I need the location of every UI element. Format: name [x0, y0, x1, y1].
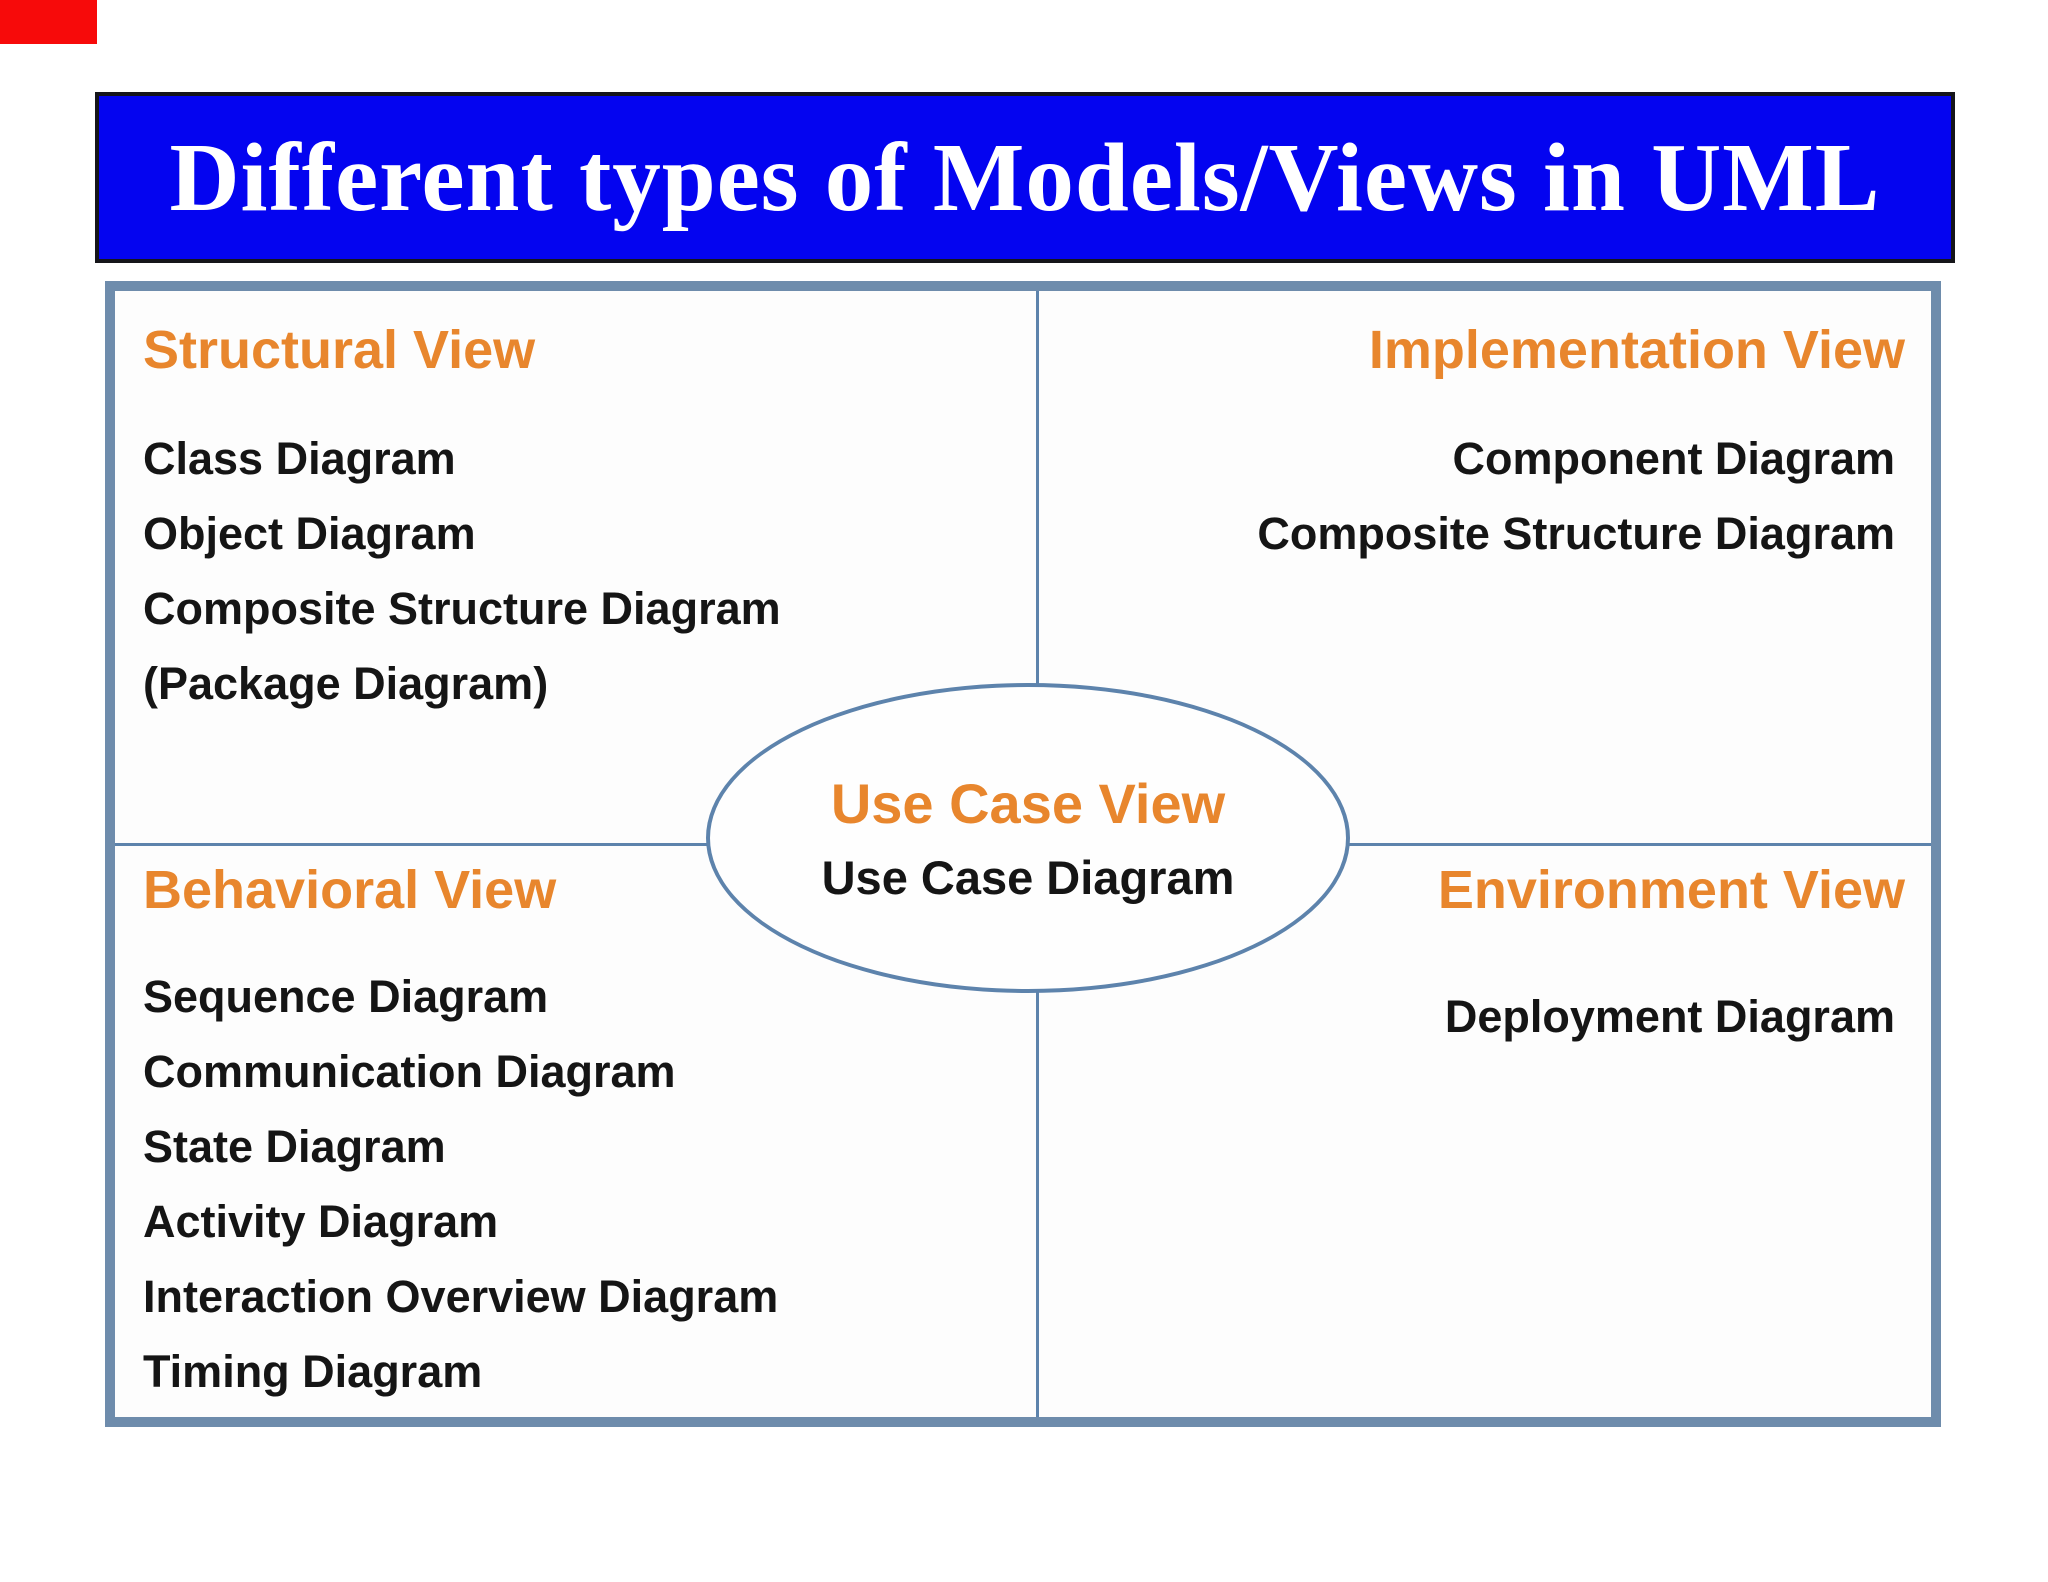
list-item: (Package Diagram) [143, 658, 549, 709]
list-item: Communication Diagram [143, 1046, 676, 1097]
list-item: Sequence Diagram [143, 971, 549, 1022]
red-corner-marker [0, 0, 97, 44]
uml-views-quadrant-box: Structural View Class Diagram Object Dia… [105, 281, 1941, 1427]
use-case-diagram-label: Use Case Diagram [821, 851, 1235, 904]
use-case-view-title: Use Case View [830, 772, 1226, 835]
list-item: State Diagram [143, 1121, 446, 1172]
list-item: Class Diagram [143, 433, 456, 484]
use-case-view-ellipse: Use Case View Use Case Diagram [706, 683, 1350, 993]
implementation-view-list: Component Diagram Composite Structure Di… [1257, 421, 1895, 571]
list-item: Interaction Overview Diagram [143, 1271, 779, 1322]
list-item: Composite Structure Diagram [1257, 508, 1895, 559]
page-title: Different types of Models/Views in UML [169, 124, 1881, 231]
list-item: Object Diagram [143, 508, 476, 559]
list-item: Deployment Diagram [1444, 991, 1895, 1042]
environment-view-list: Deployment Diagram [1445, 979, 1895, 1054]
structural-view-heading: Structural View [143, 320, 536, 380]
behavioral-view-heading: Behavioral View [143, 860, 557, 920]
environment-view-heading: Environment View [1437, 860, 1905, 920]
list-item: Activity Diagram [143, 1196, 499, 1247]
behavioral-view-list: Sequence Diagram Communication Diagram S… [143, 959, 778, 1409]
list-item: Timing Diagram [143, 1346, 483, 1397]
list-item: Component Diagram [1452, 433, 1895, 484]
list-item: Composite Structure Diagram [143, 583, 781, 634]
implementation-view-heading: Implementation View [1368, 320, 1905, 380]
structural-view-list: Class Diagram Object Diagram Composite S… [143, 421, 781, 721]
title-banner: Different types of Models/Views in UML [95, 92, 1955, 263]
